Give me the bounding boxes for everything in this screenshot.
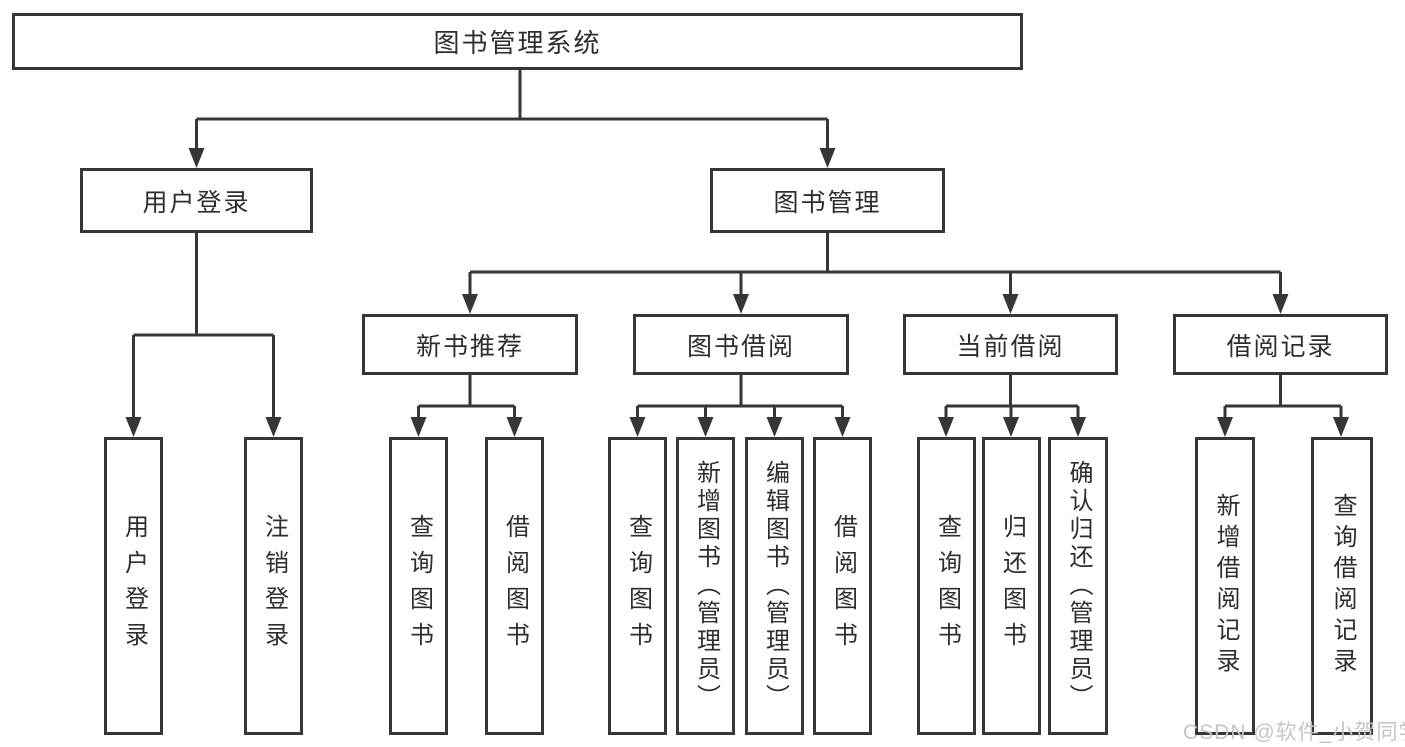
node-label: 图书管理系统 xyxy=(433,28,602,58)
leaf-confirm-return-admin: 确认归还（管理员） xyxy=(1048,437,1108,735)
node-borrowing-records: 借阅记录 xyxy=(1173,314,1388,375)
node-label: 查询图书 xyxy=(624,514,652,658)
node-label: 借阅图书 xyxy=(829,514,857,658)
leaf-query-books-borrowing: 查询图书 xyxy=(608,437,667,735)
leaf-add-borrow-record: 新增借阅记录 xyxy=(1195,437,1255,735)
node-book-borrowing: 图书借阅 xyxy=(633,314,849,375)
node-label: 确认归还（管理员） xyxy=(1065,460,1092,712)
leaf-borrow-books-borrowing: 借阅图书 xyxy=(813,437,872,735)
node-label: 查询图书 xyxy=(933,514,961,658)
leaf-query-books-recommend: 查询图书 xyxy=(389,437,448,735)
leaf-return-book: 归还图书 xyxy=(982,437,1041,735)
node-label: 编辑图书（管理员） xyxy=(761,460,789,712)
node-label: 借阅图书 xyxy=(501,514,529,658)
node-label: 图书借阅 xyxy=(686,332,795,361)
leaf-user-login: 用户登录 xyxy=(104,437,163,735)
leaf-edit-book-admin: 编辑图书（管理员） xyxy=(745,437,804,735)
node-label: 用户登录 xyxy=(120,514,148,658)
leaf-borrow-books-recommend: 借阅图书 xyxy=(485,437,544,735)
arrowhead-icons xyxy=(125,148,1349,437)
csdn-watermark: CSDN @软件_小贺同学 xyxy=(1183,721,1405,744)
node-label: 新增借阅记录 xyxy=(1212,493,1239,679)
node-user-login: 用户登录 xyxy=(80,168,313,233)
node-label: 图书管理 xyxy=(773,188,882,217)
node-label: 归还图书 xyxy=(998,514,1026,658)
node-label: 新书推荐 xyxy=(415,332,524,361)
node-new-book-recommend: 新书推荐 xyxy=(362,314,578,375)
node-label: 当前借阅 xyxy=(956,332,1065,361)
node-book-management: 图书管理 xyxy=(710,168,945,233)
node-label: 查询图书 xyxy=(405,514,433,658)
leaf-add-book-admin: 新增图书（管理员） xyxy=(676,437,735,735)
connector-segments xyxy=(132,70,1343,421)
node-label: 借阅记录 xyxy=(1226,332,1335,361)
node-label: 查询借阅记录 xyxy=(1329,493,1356,679)
leaf-query-books-current: 查询图书 xyxy=(917,437,976,735)
node-label: 新增图书（管理员） xyxy=(692,460,720,712)
leaf-logout: 注销登录 xyxy=(244,437,303,735)
leaf-query-borrow-record: 查询借阅记录 xyxy=(1311,437,1373,735)
node-current-borrowing: 当前借阅 xyxy=(903,314,1118,375)
node-label: 用户登录 xyxy=(142,188,251,217)
node-label: 注销登录 xyxy=(260,514,288,658)
node-book-management-system: 图书管理系统 xyxy=(12,13,1023,70)
